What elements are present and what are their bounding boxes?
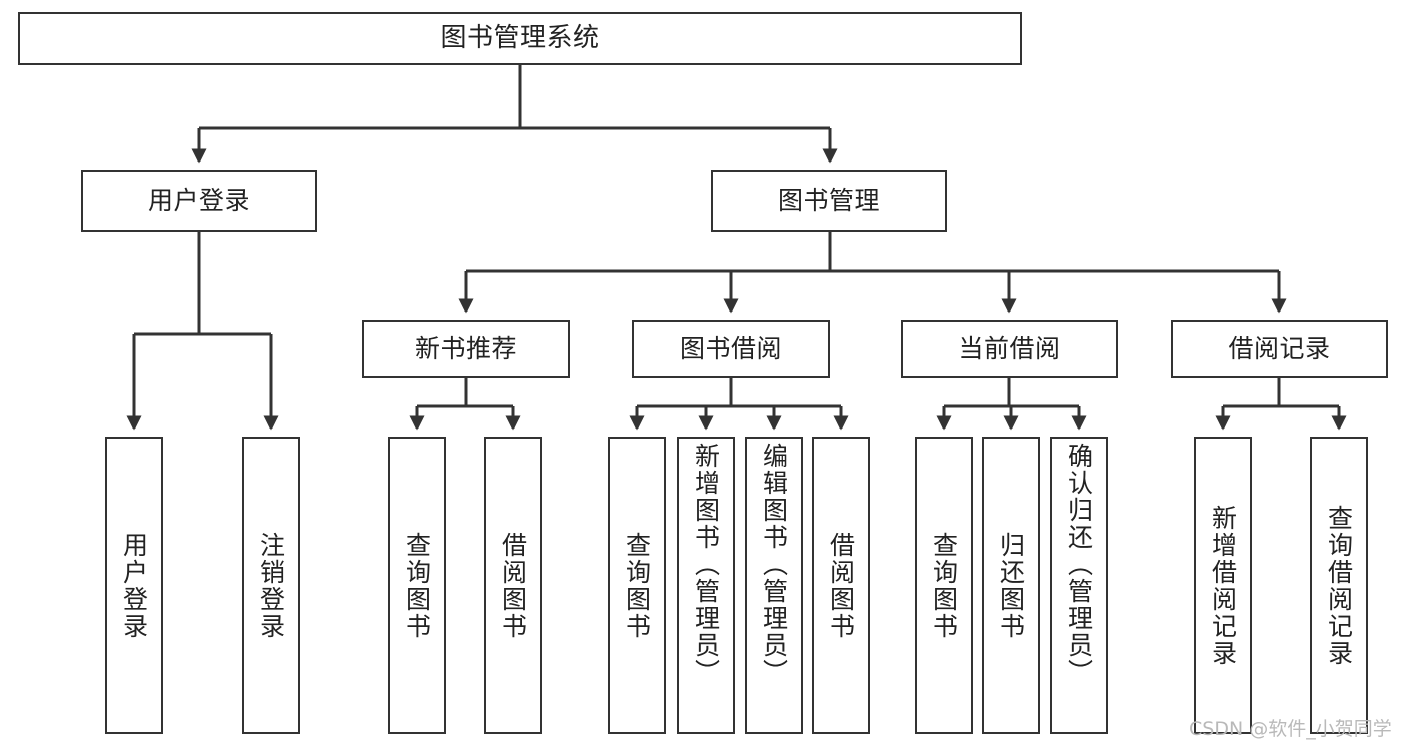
node-user-login[interactable]: 用户登录 bbox=[81, 170, 317, 232]
node-leaf-query-book-3-label: 查询图书 bbox=[929, 531, 959, 640]
node-book-borrow-label: 图书借阅 bbox=[679, 334, 782, 363]
node-leaf-logout-login-label: 注销登录 bbox=[256, 531, 286, 640]
node-leaf-logout-login[interactable]: 注销登录 bbox=[242, 437, 300, 734]
node-leaf-query-book-1[interactable]: 查询图书 bbox=[388, 437, 446, 734]
node-leaf-user-login-label: 用户登录 bbox=[119, 531, 149, 640]
node-leaf-query-record[interactable]: 查询借阅记录 bbox=[1310, 437, 1368, 734]
node-leaf-add-record[interactable]: 新增借阅记录 bbox=[1194, 437, 1252, 734]
node-leaf-borrow-book-1-label: 借阅图书 bbox=[498, 531, 528, 640]
node-leaf-borrow-book-1[interactable]: 借阅图书 bbox=[484, 437, 542, 734]
node-leaf-query-book-3[interactable]: 查询图书 bbox=[915, 437, 973, 734]
node-leaf-confirm-return-label: 确认归还（管理员） bbox=[1064, 443, 1094, 686]
node-leaf-user-login[interactable]: 用户登录 bbox=[105, 437, 163, 734]
node-root[interactable]: 图书管理系统 bbox=[18, 12, 1022, 65]
node-root-label: 图书管理系统 bbox=[440, 22, 600, 53]
node-book-borrow[interactable]: 图书借阅 bbox=[632, 320, 830, 378]
node-leaf-return-book-label: 归还图书 bbox=[996, 531, 1026, 640]
node-current-borrow-label: 当前借阅 bbox=[958, 334, 1061, 363]
node-leaf-return-book[interactable]: 归还图书 bbox=[982, 437, 1040, 734]
node-leaf-query-book-2-label: 查询图书 bbox=[622, 531, 652, 640]
node-leaf-query-book-2[interactable]: 查询图书 bbox=[608, 437, 666, 734]
node-new-book-recommend[interactable]: 新书推荐 bbox=[362, 320, 570, 378]
node-leaf-query-book-1-label: 查询图书 bbox=[402, 531, 432, 640]
node-borrow-record-label: 借阅记录 bbox=[1228, 334, 1331, 363]
node-leaf-borrow-book-2[interactable]: 借阅图书 bbox=[812, 437, 870, 734]
node-book-manage-label: 图书管理 bbox=[777, 186, 880, 215]
csdn-watermark: CSDN @软件_小贺同学 bbox=[1189, 718, 1392, 740]
node-leaf-add-book[interactable]: 新增图书（管理员） bbox=[677, 437, 735, 734]
node-leaf-edit-book[interactable]: 编辑图书（管理员） bbox=[745, 437, 803, 734]
node-leaf-add-book-label: 新增图书（管理员） bbox=[691, 443, 721, 686]
node-leaf-edit-book-label: 编辑图书（管理员） bbox=[759, 443, 789, 686]
node-leaf-query-record-label: 查询借阅记录 bbox=[1324, 504, 1354, 667]
node-new-book-recommend-label: 新书推荐 bbox=[414, 334, 517, 363]
node-borrow-record[interactable]: 借阅记录 bbox=[1171, 320, 1388, 378]
node-leaf-add-record-label: 新增借阅记录 bbox=[1208, 504, 1238, 667]
node-current-borrow[interactable]: 当前借阅 bbox=[901, 320, 1118, 378]
node-leaf-confirm-return[interactable]: 确认归还（管理员） bbox=[1050, 437, 1108, 734]
node-user-login-label: 用户登录 bbox=[147, 186, 250, 215]
node-book-manage[interactable]: 图书管理 bbox=[711, 170, 947, 232]
node-leaf-borrow-book-2-label: 借阅图书 bbox=[826, 531, 856, 640]
